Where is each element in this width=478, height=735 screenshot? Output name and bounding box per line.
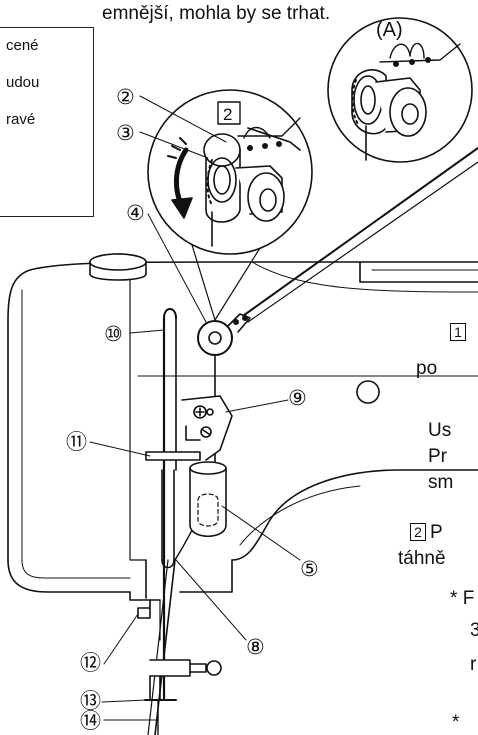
bullet-1-line-2: 3	[470, 620, 478, 641]
callout-numbers: ② ③ ④ ⑩ ⑨ ⑪ ⑤ ⑧ ⑫ ⑬ ⑭	[66, 86, 319, 733]
callout-12: ⑫	[80, 652, 101, 675]
bullet-1-mark: *	[450, 588, 458, 609]
instruction-line-us: Us	[428, 420, 452, 441]
note-line-1: cené	[6, 37, 39, 54]
inset-step-box	[217, 101, 241, 125]
spool-pin	[89, 253, 147, 281]
callout-10: ⑩	[104, 323, 123, 346]
note-line-2: udou	[6, 74, 40, 91]
callout-11: ⑪	[66, 431, 87, 454]
top-sentence: emnější, mohla by se trhat.	[102, 3, 331, 24]
callout-3: ③	[116, 122, 135, 145]
callout-14: ⑭	[80, 710, 101, 733]
note-box: cené udou ravé	[0, 27, 94, 217]
bullet-2-mark: *	[452, 712, 460, 733]
step2-line-1: P	[430, 522, 443, 543]
needle-clamp	[137, 599, 222, 735]
callout-8: ⑧	[246, 636, 265, 659]
bullet-1: * F	[450, 588, 474, 610]
callout-9: ⑨	[288, 387, 307, 410]
step1-heading: 1	[450, 322, 470, 344]
inset-step-number: 2	[223, 105, 232, 124]
step2-box: 2	[410, 523, 426, 541]
step2-line-2: táhně	[398, 548, 446, 569]
detail-a-inset	[327, 17, 473, 163]
instruction-line-pr: Pr	[428, 446, 447, 467]
bobbin-spool	[189, 461, 227, 537]
callout-2: ②	[116, 86, 135, 109]
callout-5: ⑤	[300, 558, 319, 581]
callout-13: ⑬	[80, 690, 101, 713]
bullet-1-text: F	[462, 588, 475, 609]
detail-a-label: (A)	[376, 19, 403, 41]
step1-box: 1	[450, 323, 466, 341]
callout-4: ④	[126, 202, 145, 225]
callout-leaders	[89, 95, 301, 721]
tension-dial-inset	[147, 89, 313, 321]
note-line-3: ravé	[6, 111, 36, 128]
thread-guide-bar	[145, 451, 201, 461]
stitch-button	[356, 380, 380, 404]
check-spring-bracket	[181, 395, 233, 461]
thread-path	[147, 147, 478, 735]
step1-line-2: po	[416, 358, 438, 379]
instruction-line-sm: sm	[428, 472, 454, 493]
tension-disc	[197, 313, 251, 356]
bullet-1-line-3: r	[470, 654, 477, 675]
